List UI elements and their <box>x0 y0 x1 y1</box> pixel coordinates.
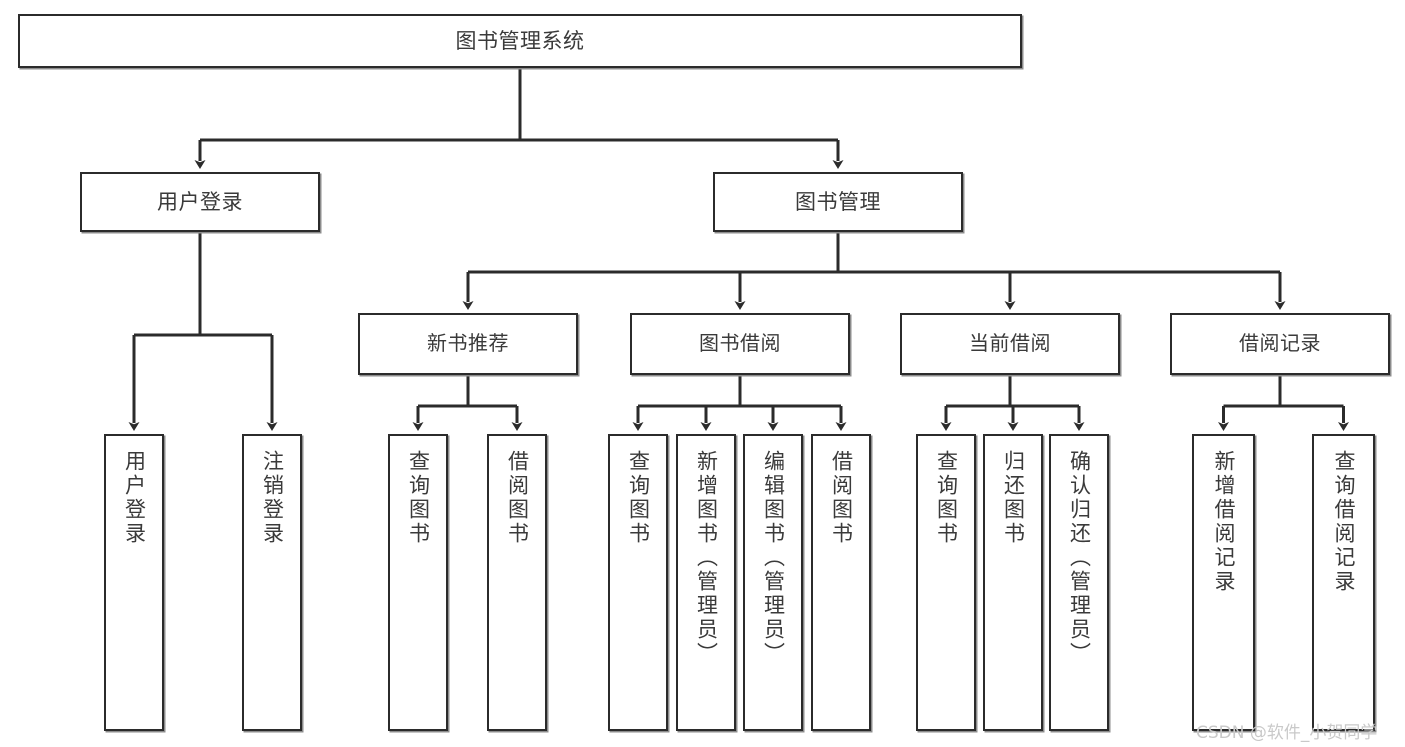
node-leaf-query-borrow-record[interactable]: 查询借阅记录 <box>1312 434 1375 731</box>
node-book-borrow[interactable]: 图书借阅 <box>630 313 850 375</box>
node-label: 确认归还（管理员） <box>1067 450 1092 666</box>
node-label: 新增借阅记录 <box>1212 450 1237 594</box>
node-root-book-management-system[interactable]: 图书管理系统 <box>18 14 1022 68</box>
node-leaf-query-book-1[interactable]: 查询图书 <box>388 434 448 731</box>
node-current-borrow[interactable]: 当前借阅 <box>900 313 1120 375</box>
node-label: 借阅记录 <box>1239 331 1321 356</box>
node-label: 编辑图书（管理员） <box>761 450 786 666</box>
node-label: 用户登录 <box>122 450 147 546</box>
node-leaf-borrow-book-1[interactable]: 借阅图书 <box>487 434 547 731</box>
node-label: 查询借阅记录 <box>1332 450 1357 594</box>
node-label: 借阅图书 <box>505 450 530 546</box>
node-book-management[interactable]: 图书管理 <box>713 172 963 232</box>
node-leaf-user-logout[interactable]: 注销登录 <box>242 434 302 731</box>
node-label: 图书借阅 <box>699 331 781 356</box>
node-label: 当前借阅 <box>969 331 1051 356</box>
node-label: 图书管理系统 <box>455 28 585 53</box>
node-leaf-query-book-3[interactable]: 查询图书 <box>916 434 976 731</box>
node-label: 查询图书 <box>934 450 959 546</box>
node-leaf-user-login[interactable]: 用户登录 <box>104 434 164 731</box>
node-borrow-record[interactable]: 借阅记录 <box>1170 313 1390 375</box>
node-leaf-borrow-book-2[interactable]: 借阅图书 <box>811 434 871 731</box>
node-label: 借阅图书 <box>829 450 854 546</box>
node-label: 查询图书 <box>406 450 431 546</box>
node-label: 归还图书 <box>1001 450 1026 546</box>
node-label: 图书管理 <box>795 189 881 214</box>
node-leaf-add-book-admin[interactable]: 新增图书（管理员） <box>676 434 736 731</box>
node-leaf-return-book[interactable]: 归还图书 <box>983 434 1043 731</box>
node-leaf-add-borrow-record[interactable]: 新增借阅记录 <box>1192 434 1255 731</box>
node-new-book-recommend[interactable]: 新书推荐 <box>358 313 578 375</box>
node-label: 新书推荐 <box>427 331 509 356</box>
node-label: 注销登录 <box>260 450 285 546</box>
node-label: 新增图书（管理员） <box>694 450 719 666</box>
node-leaf-query-book-2[interactable]: 查询图书 <box>608 434 668 731</box>
node-leaf-edit-book-admin[interactable]: 编辑图书（管理员） <box>743 434 803 731</box>
node-leaf-confirm-return-admin[interactable]: 确认归还（管理员） <box>1049 434 1109 731</box>
node-label: 查询图书 <box>626 450 651 546</box>
node-user-login[interactable]: 用户登录 <box>80 172 320 232</box>
node-label: 用户登录 <box>157 189 243 214</box>
